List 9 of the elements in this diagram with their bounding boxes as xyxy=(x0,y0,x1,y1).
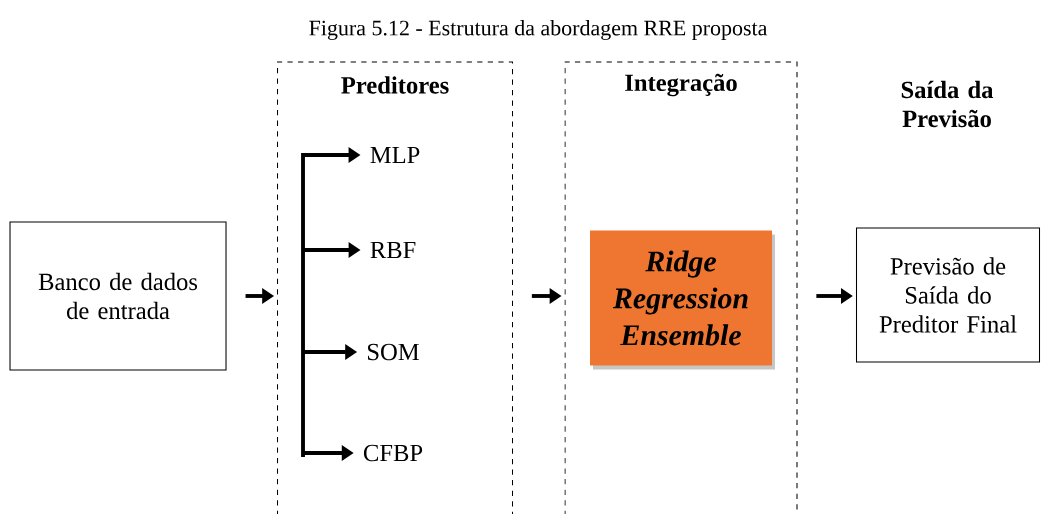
process-box: Previsão de Saída do Preditor Final xyxy=(856,227,1041,363)
model-label: SOM xyxy=(368,343,419,361)
figure-title: Figura 5.12 - Estrutura da abordagem RRE proposta xyxy=(309,20,768,40)
process-box: Banco de dados de entrada xyxy=(9,221,227,371)
model-label: CFBP xyxy=(363,444,423,462)
method-box: Ridge Regression Ensemble xyxy=(590,230,775,370)
column-heading: Saída da Previsão xyxy=(901,80,994,128)
model-label: RBF xyxy=(370,241,416,259)
model-label: MLP xyxy=(370,146,420,164)
